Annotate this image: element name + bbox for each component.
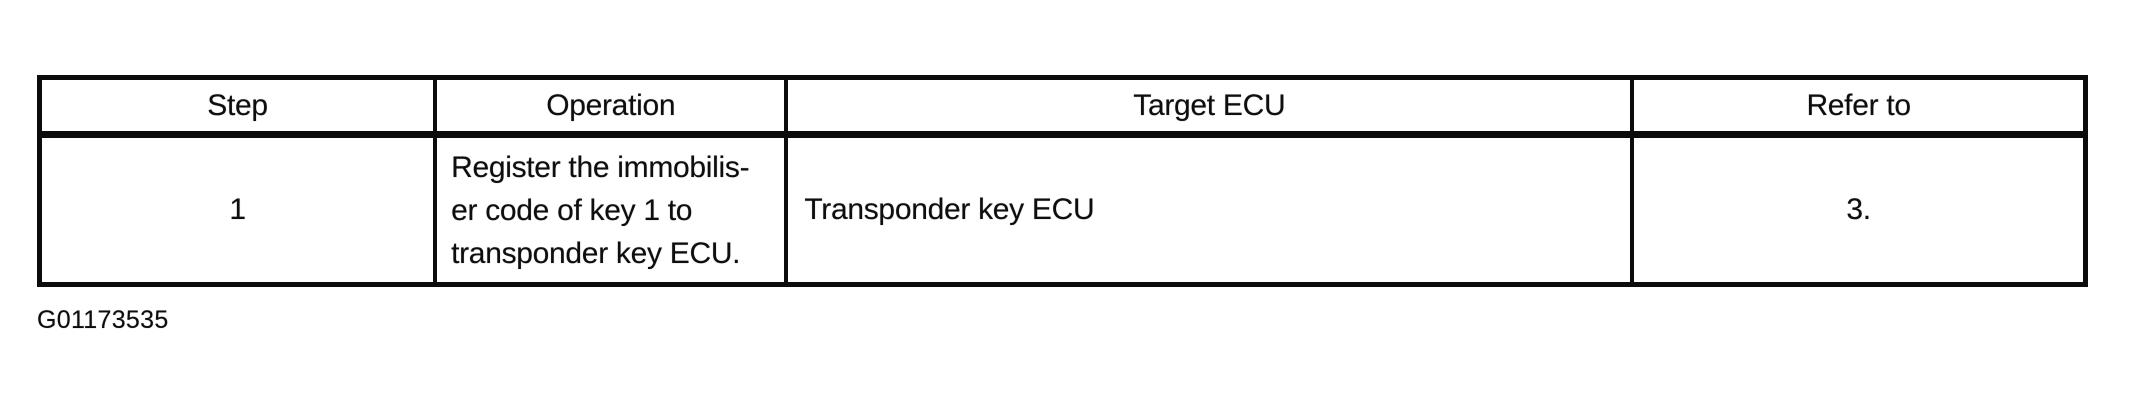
cell-operation: Register the immobilis- er code of key 1… xyxy=(433,138,784,282)
figure-code: G01173535 xyxy=(37,306,169,334)
operation-line: transponder key ECU. xyxy=(451,236,741,270)
header-step: Step xyxy=(42,80,434,138)
operation-line: er code of key 1 to xyxy=(451,193,693,227)
cell-step: 1 xyxy=(229,193,246,226)
header-refer-to: Refer to xyxy=(1630,80,2083,138)
header-target-ecu: Target ECU xyxy=(784,80,1631,138)
cell-refer-to: 3. xyxy=(1630,138,2083,282)
header-operation: Operation xyxy=(433,80,785,138)
cell-target-ecu: Transponder key ECU xyxy=(784,138,1630,282)
immobiliser-registration-steps-table: Step Operation Target ECU Refer to 1 Reg… xyxy=(37,75,2088,287)
operation-line: Register the immobilis- xyxy=(451,150,750,184)
